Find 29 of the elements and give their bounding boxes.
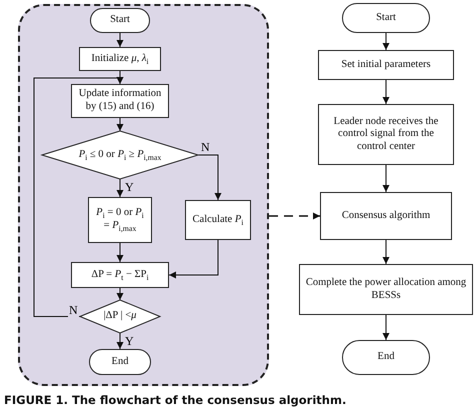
arrow [168, 240, 218, 278]
arrow [116, 32, 124, 48]
arrow [382, 240, 390, 264]
arrow [116, 178, 124, 198]
process-box: Update information by (15) and (16) [71, 84, 169, 118]
dashed-arrow [269, 212, 320, 220]
arrow [382, 32, 390, 50]
process-box: Calculate P$_{i}$ [185, 200, 251, 240]
arrow [116, 242, 124, 262]
arrow [382, 80, 390, 104]
process-box: ΔP = P$_{t}$ − ΣP$_{i}$ [71, 262, 169, 288]
edge-label: N [68, 304, 79, 318]
arrow [116, 118, 124, 132]
arrow [382, 314, 390, 340]
dashed-group-panel [18, 4, 269, 386]
arrow [116, 332, 124, 350]
decision-diamond: |ΔP | <μ [80, 300, 160, 333]
arrow [382, 164, 390, 192]
arrow [34, 77, 124, 317]
process-box: Complete the power allocation among BESSs [299, 264, 473, 315]
process-box: P$_{i}$ = 0 or P$_{i}$ = P$_{i,max}$ [88, 197, 152, 243]
figure-caption: FIGURE 1. The flowchart of the consensus algorithm. [4, 393, 346, 407]
arrow [116, 288, 124, 300]
decision-diamond: P$_{i}$ ≤ 0 or P$_{i}$ ≥ P$_{i,max}$ [42, 131, 198, 179]
arrow [198, 154, 222, 200]
process-box: Set initial parameters [318, 50, 454, 80]
process-box: Leader node receives the control signal from the control center [318, 104, 454, 165]
process-box: Initialize μ, λ$_{i}$ [79, 47, 161, 71]
process-box: Consensus algorithm [320, 192, 452, 240]
